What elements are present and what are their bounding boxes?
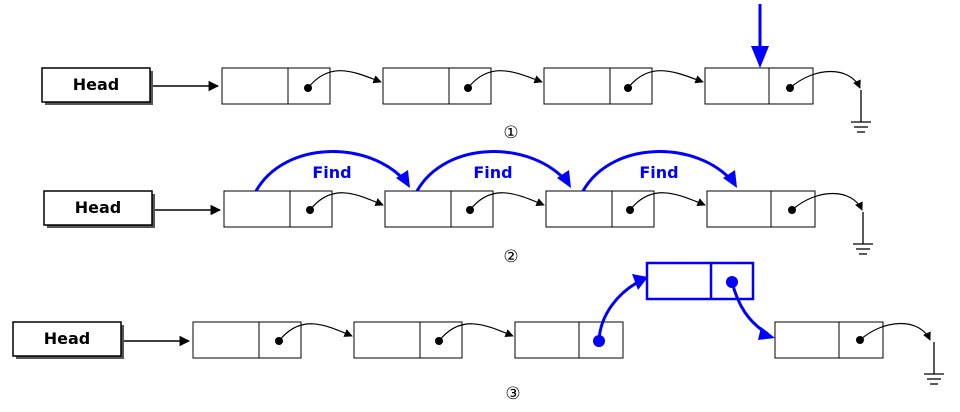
list-node bbox=[353, 321, 463, 359]
list-node bbox=[543, 67, 653, 105]
list-node bbox=[706, 190, 816, 228]
list-node bbox=[774, 321, 884, 359]
list-node bbox=[545, 190, 655, 228]
list-node bbox=[514, 321, 624, 359]
list-node bbox=[382, 67, 492, 105]
find-label: Find bbox=[473, 163, 512, 182]
list-node bbox=[223, 190, 333, 228]
step-label-1: ① bbox=[503, 123, 518, 143]
head-label: Head bbox=[75, 198, 122, 217]
row-2: Head bbox=[43, 150, 873, 267]
list-node bbox=[704, 67, 814, 105]
null-ground-icon bbox=[924, 342, 944, 385]
next-pointer-arrow bbox=[278, 323, 353, 342]
find-label: Find bbox=[312, 163, 351, 182]
head-box: Head bbox=[12, 321, 124, 359]
find-arc-arrow bbox=[581, 150, 735, 192]
null-ground-icon bbox=[851, 90, 871, 133]
next-pointer-arrow bbox=[307, 70, 382, 89]
list-node bbox=[384, 190, 494, 228]
find-arc-arrow bbox=[415, 150, 569, 192]
null-pointer-arrow bbox=[859, 322, 931, 341]
next-pointer-arrow bbox=[438, 323, 514, 342]
step-label-2: ② bbox=[503, 247, 518, 267]
next-pointer-arrow bbox=[627, 70, 704, 89]
next-pointer-arrow bbox=[469, 192, 545, 211]
next-pointer-arrow bbox=[467, 70, 543, 89]
list-node bbox=[192, 321, 302, 359]
next-pointer-arrow bbox=[309, 192, 384, 211]
new-list-node bbox=[645, 261, 755, 301]
relink-arrow bbox=[597, 278, 643, 342]
list-node bbox=[221, 67, 331, 105]
head-box: Head bbox=[43, 190, 155, 228]
find-arc-arrow bbox=[254, 150, 408, 192]
null-pointer-arrow bbox=[789, 70, 861, 89]
head-box: Head bbox=[41, 67, 153, 105]
null-pointer-arrow bbox=[791, 192, 863, 211]
null-ground-icon bbox=[853, 212, 873, 255]
step-label-3: ③ bbox=[505, 384, 520, 404]
head-label: Head bbox=[73, 75, 120, 94]
row-3: Head bbox=[12, 261, 944, 404]
find-label: Find bbox=[639, 163, 678, 182]
row-1: Head bbox=[41, 4, 871, 143]
next-pointer-arrow bbox=[629, 192, 706, 211]
head-label: Head bbox=[44, 329, 91, 348]
